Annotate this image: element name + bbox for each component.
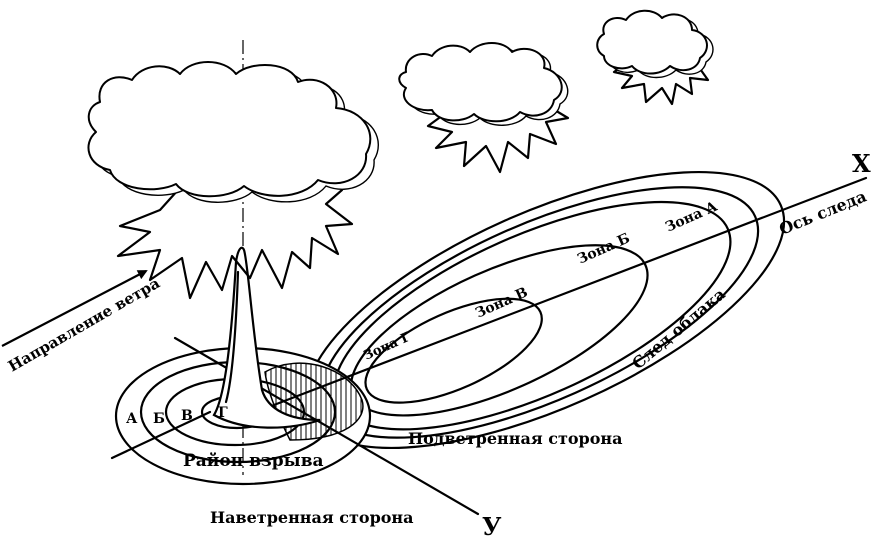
zone-v-boundary xyxy=(364,297,543,404)
small-cloud-spikes xyxy=(612,60,710,106)
small-cloud xyxy=(596,9,714,106)
ring-b-label: Б xyxy=(153,411,165,427)
middle-cloud xyxy=(398,42,570,174)
explosion-area-label: Район взрыва xyxy=(183,451,324,471)
middle-cloud-body xyxy=(398,42,563,123)
main-cloud-body xyxy=(87,61,372,198)
main-cloud xyxy=(87,61,379,300)
ring-v-label: В xyxy=(181,408,193,424)
middle-cloud-spikes xyxy=(426,104,570,174)
zone-g-label: Зона Г xyxy=(362,330,413,364)
main-cloud-spikes xyxy=(116,188,354,300)
zone-v-label: Зона В xyxy=(473,284,530,321)
wind-direction-label: Направление ветра xyxy=(5,274,163,376)
leeward-side-label: Подветренная сторона xyxy=(408,429,622,448)
windward-side-label: Наветренная сторона xyxy=(210,508,414,527)
mushroom-stem xyxy=(212,246,321,429)
small-cloud-body xyxy=(596,9,708,75)
axis-x-label: Х xyxy=(852,149,871,178)
windward-guide-line xyxy=(110,410,212,460)
axis-y-label: У xyxy=(482,512,502,541)
ring-g-label: Г xyxy=(218,405,228,421)
wind-direction-arrow xyxy=(1,270,148,347)
cloud-trace-label: След облака xyxy=(628,284,729,373)
ring-a-label: А xyxy=(126,411,138,427)
stem-inner-line xyxy=(224,270,240,404)
trace-axis-x-line xyxy=(238,176,868,420)
